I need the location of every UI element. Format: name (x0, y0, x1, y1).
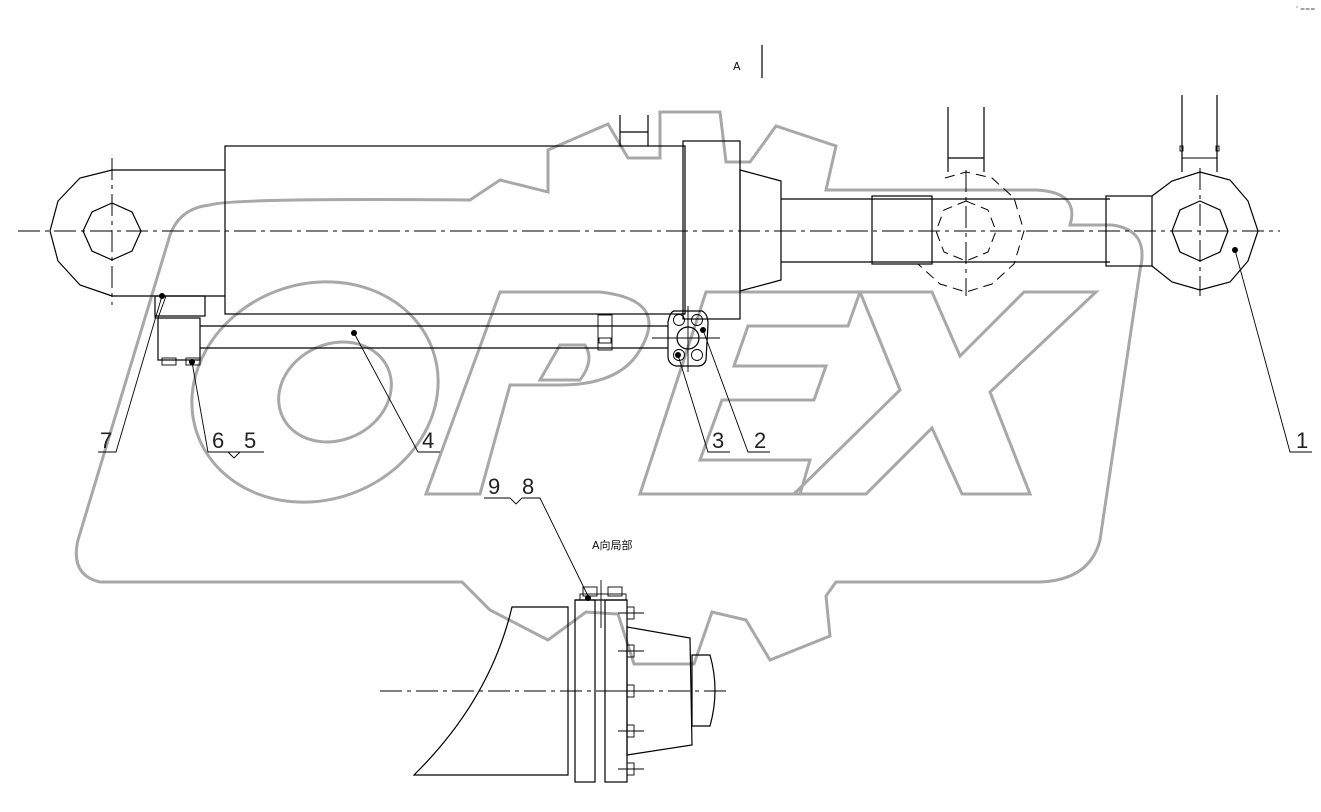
view-marker-label: A (733, 60, 741, 73)
cylinder-base-eye (49, 169, 225, 297)
callout-3: 3 (712, 428, 724, 453)
rod-end-eye (1105, 95, 1259, 291)
corner-mark: ″ === (1296, 6, 1315, 13)
opex-watermark-logo (74, 110, 1144, 666)
callout-5: 5 (244, 428, 256, 453)
center-lines (18, 158, 1280, 692)
callout-labels: 1 2 3 4 5 6 7 8 9 (100, 428, 1308, 499)
middle-link-eye (871, 107, 1025, 293)
pipe-assembly (154, 295, 668, 366)
cylinder-barrel (224, 115, 686, 315)
callout-9: 9 (488, 474, 500, 499)
callout-1: 1 (1296, 428, 1308, 453)
flange-assembly (652, 306, 720, 372)
callout-4: 4 (422, 428, 434, 453)
leader-lines (98, 247, 1312, 601)
detail-view-title: A向局部 (592, 538, 633, 552)
callout-7: 7 (100, 428, 112, 453)
detail-view-a: A向局部 (412, 538, 716, 783)
cylinder-head (682, 140, 782, 320)
callout-6: 6 (212, 428, 224, 453)
side-bolts (618, 606, 644, 776)
piston-rod (781, 198, 1110, 263)
callout-8: 8 (522, 474, 534, 499)
callout-2: 2 (754, 428, 766, 453)
section-view-marker: A (733, 45, 763, 78)
